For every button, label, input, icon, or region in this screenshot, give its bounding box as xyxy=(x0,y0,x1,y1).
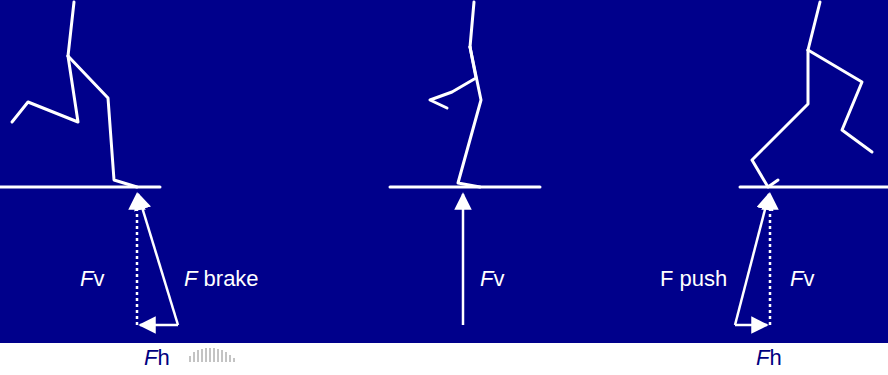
runner-leg xyxy=(12,56,78,122)
force-label: Fh xyxy=(144,345,170,371)
force-arrow xyxy=(140,324,178,327)
force-arrow xyxy=(735,324,767,327)
runner-leg xyxy=(458,47,481,187)
runner-torso xyxy=(68,2,74,56)
force-arrow xyxy=(138,194,178,325)
bottom-band xyxy=(0,343,888,375)
runner-leg xyxy=(430,47,476,108)
runner-leg xyxy=(752,50,808,187)
force-component xyxy=(769,194,772,325)
force-label: F brake xyxy=(184,266,259,292)
runner-leg xyxy=(808,50,872,152)
force-component xyxy=(136,194,139,325)
force-label: Fv xyxy=(790,266,814,292)
runner-torso xyxy=(808,2,820,50)
runner-leg xyxy=(68,56,137,187)
force-label: Fv xyxy=(480,266,504,292)
ground-line xyxy=(740,186,888,189)
runner-torso xyxy=(470,2,474,47)
ground-line xyxy=(390,186,540,189)
force-label: Fh xyxy=(756,345,782,371)
waveform-fragment xyxy=(190,348,234,362)
force-arrow xyxy=(462,194,465,325)
force-label: F push xyxy=(660,266,727,292)
force-arrow xyxy=(735,194,769,325)
force-label: Fv xyxy=(80,266,104,292)
